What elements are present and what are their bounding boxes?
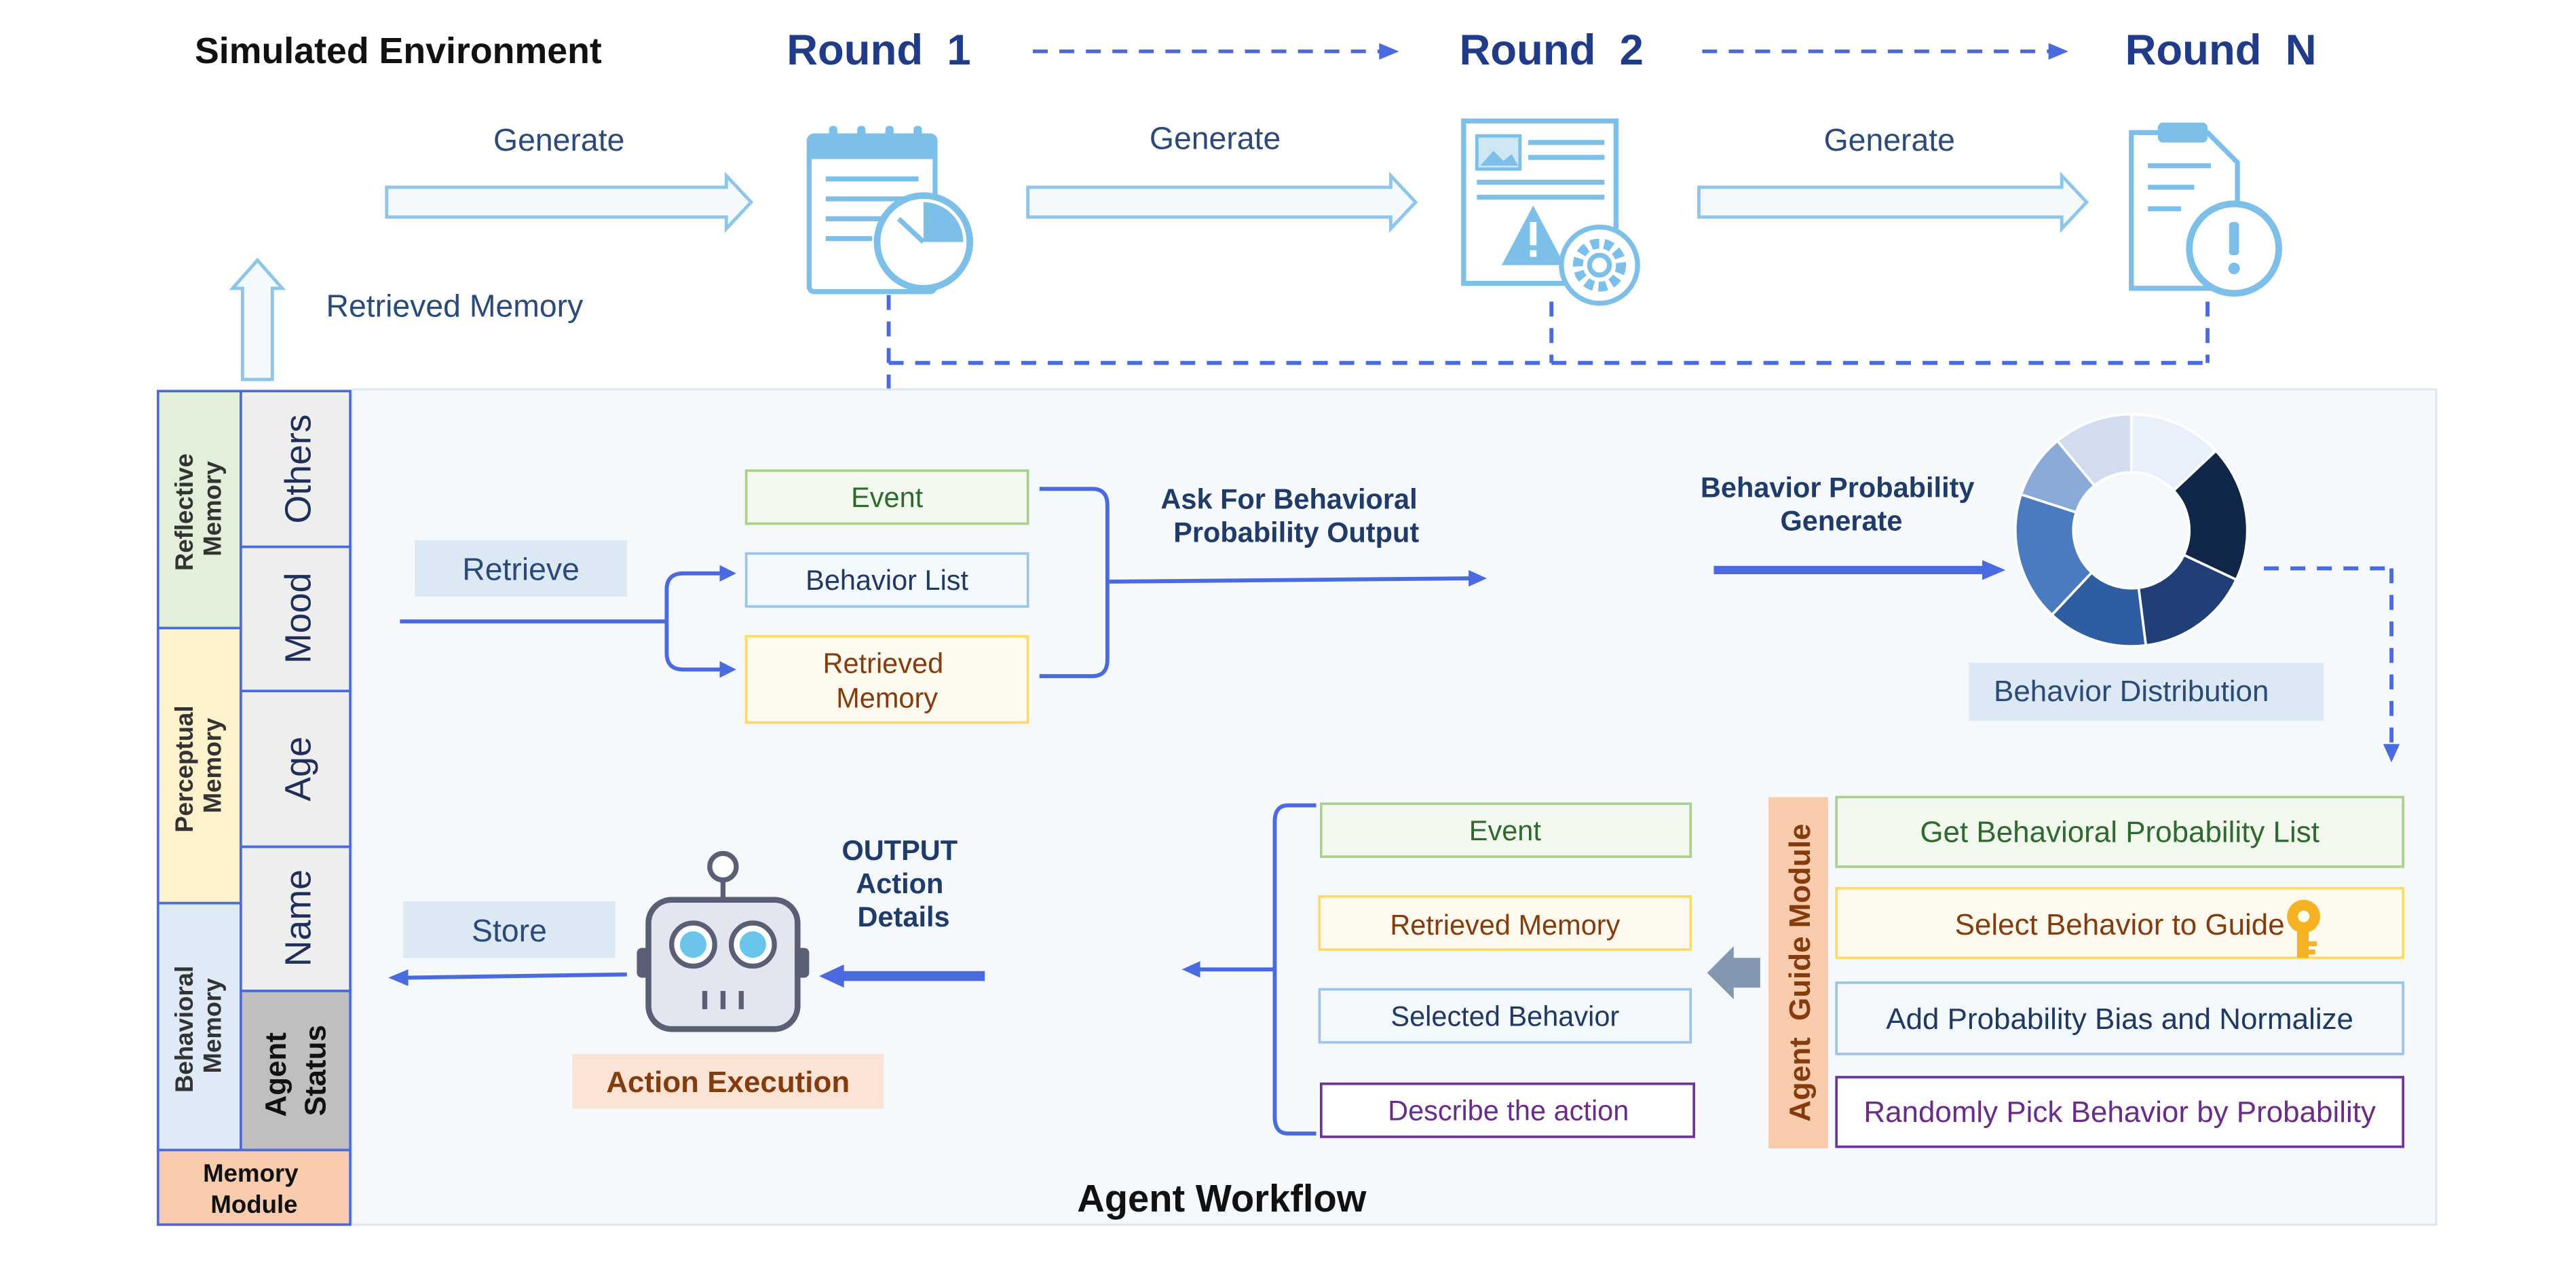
retrieved-memory-up-arrow [229,257,286,381]
retrieve-branch-arrows [400,571,723,672]
round-2-label: Round 2 [1459,26,1643,74]
round-1-label: Round 1 [787,26,970,74]
behavior-probability-generate-label: Behavior Probability Generate [1701,471,1982,536]
memory-module-label-box [157,1148,352,1226]
generate-arrow-1 [385,171,754,233]
round-1-event-icon [806,126,974,295]
agent-guide-module-label: Agent Guide Module [1783,824,1817,1122]
ask-behavioral-probability-label: Ask For Behavioral Probability Output [1160,483,1425,548]
lower-inputs-merge-bracket [1196,803,1317,1136]
perceptual-memory-label: Perceptual Memory [170,698,227,832]
store-arrow [388,969,627,986]
reflective-memory-block [157,390,242,630]
lower-retrieved-memory-box [1318,895,1692,951]
age-label: Age [278,736,318,802]
agent-status-cell [240,990,352,1152]
round-n-label: Round N [2125,26,2317,74]
mood-cell [240,545,352,692]
behavior-distribution-label-box [1969,662,2324,721]
output-action-details-label: OUTPUT Action Details [841,834,965,933]
lower-selected-behavior-label: Selected Behavior [1390,1000,1619,1032]
lower-event-label: Event [1469,814,1542,846]
env-title: Simulated Environment [195,31,602,71]
lower-describe-action-label: Describe the action [1388,1094,1629,1126]
guide-step-4-label: Randomly Pick Behavior by Probability [1863,1095,2376,1129]
agent-status-label: Agent Status [259,1024,333,1117]
behavior-list-box [744,552,1029,608]
mood-label: Mood [278,573,318,664]
event-input-label: Event [851,481,924,513]
robot-agent-icon [637,850,810,1032]
behavior-distribution-label: Behavior Distribution [1994,675,2269,708]
guide-step-add-bias [1835,981,2404,1055]
donut-segment-5 [2014,493,2094,617]
reflective-memory-label: Reflective Memory [170,447,227,571]
retrieved-memory-top-label: Retrieved Memory [326,288,584,323]
lower-selected-behavior-box [1318,988,1692,1044]
store-label-box [403,901,615,958]
retrieve-label: Retrieve [462,552,580,587]
guide-step-random-pick [1835,1076,2404,1148]
retrieved-memory-input-box [744,635,1029,724]
donut-segment-7 [2056,413,2133,488]
agent-workflow-title: Agent Workflow [1077,1177,1367,1220]
lower-describe-action-box [1320,1082,1696,1138]
behavior-distribution-donut [2014,413,2249,648]
action-execution-label: Action Execution [606,1066,850,1099]
inputs-merge-bracket [1039,487,1473,679]
memory-module: Reflective Memory Perceptual Memory Beha… [157,390,352,1226]
donut-segment-2 [2172,449,2249,582]
memory-module-label: Memory Module [203,1159,305,1218]
round-progress-arrow-1 [1033,43,1399,60]
guide-step-1-label: Get Behavioral Probability List [1920,815,2319,848]
agent-guide-module-label-box [1768,797,1828,1148]
retrieved-memory-input-label: Retrieved Memory [823,647,951,713]
others-cell [240,390,352,548]
round-n-alert-clipboard-icon [2129,122,2282,297]
generate-arrow-3 [1697,171,2089,233]
output-action-arrow [819,964,985,988]
behavioral-memory-block [157,901,242,1152]
retrieve-label-box [415,540,627,597]
distribution-to-guide-dashed-arrow [2264,566,2394,746]
event-input-box [744,469,1029,525]
generate-arrow-2 [1026,171,1418,233]
key-icon [2287,899,2321,958]
generate-label-3: Generate [1824,122,1955,157]
behavioral-memory-label: Behavioral Memory [170,959,227,1093]
probability-generate-arrow [1713,560,2006,580]
behavior-list-label: Behavior List [806,564,968,596]
action-execution-label-box [572,1053,884,1109]
name-label: Name [278,869,318,967]
guide-step-3-label: Add Probability Bias and Normalize [1886,1002,2353,1036]
generate-label-2: Generate [1150,121,1281,156]
others-label: Others [278,414,318,523]
generate-label-1: Generate [493,122,624,157]
guide-step-get-probability-list [1835,795,2404,868]
round-2-warning-document-icon [1461,118,1640,306]
lower-event-box [1320,802,1692,859]
rounds-to-event-dashed-connector [886,295,2210,448]
guide-to-inputs-arrow [1707,946,1760,1000]
guide-step-2-label: Select Behavior to Guide [1955,908,2285,941]
lower-retrieved-memory-label: Retrieved Memory [1390,909,1620,941]
round-progress-arrow-2 [1702,43,2068,60]
store-label: Store [472,913,547,948]
